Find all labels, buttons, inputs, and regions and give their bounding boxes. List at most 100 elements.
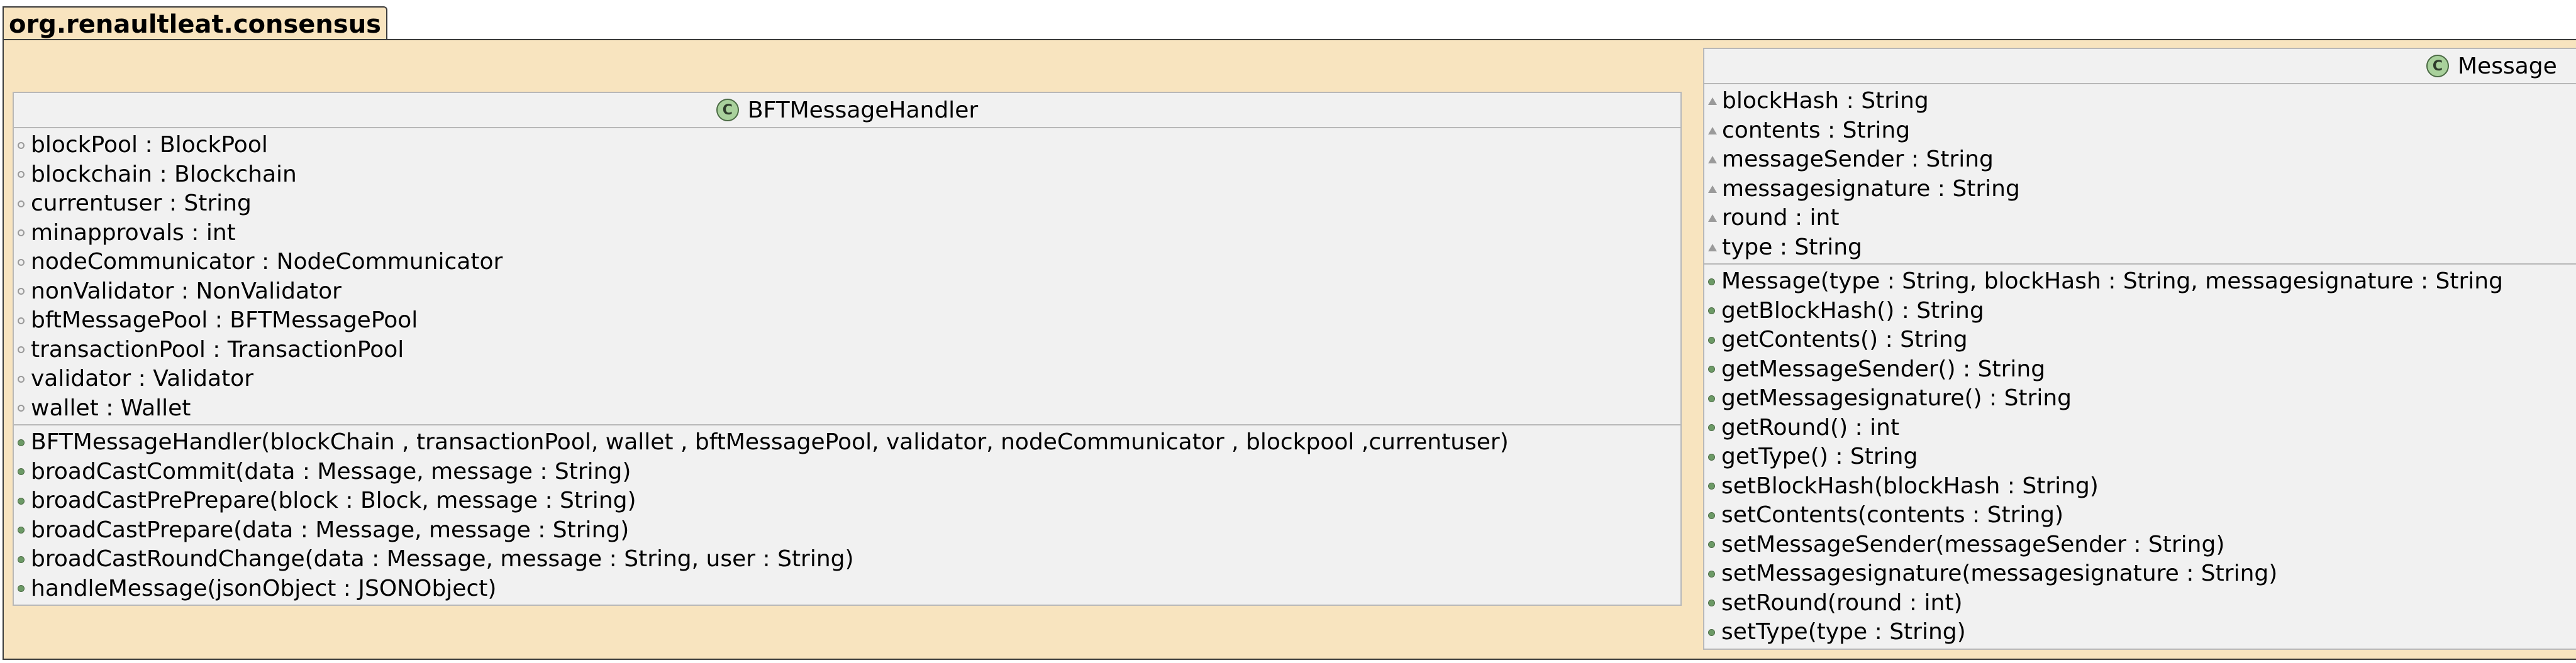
public-visibility-icon — [18, 556, 25, 563]
private-visibility-icon — [18, 229, 25, 237]
private-visibility-icon — [18, 258, 25, 266]
public-visibility-icon — [18, 585, 25, 593]
package-tab: org.renaultleat.consensus — [3, 6, 387, 40]
field-text: wallet : Wallet — [31, 395, 191, 421]
field-row: currentuser : String — [14, 189, 1680, 219]
field-row: nonValidator : NonValidator — [14, 277, 1680, 307]
method-row: setContents(contents : String) — [1704, 501, 2576, 530]
method-text: BFTMessageHandler(blockChain , transacti… — [31, 429, 1509, 455]
field-text: type : String — [1722, 234, 1862, 260]
method-text: setMessageSender(messageSender : String) — [1721, 531, 2225, 557]
public-visibility-icon — [1708, 512, 1715, 519]
package-visibility-icon — [1708, 185, 1717, 193]
method-text: broadCastPrePrepare(block : Block, messa… — [31, 488, 636, 513]
class-c-icon: C — [716, 99, 739, 121]
method-row: getBlockHash() : String — [1704, 297, 2576, 326]
class-header: C BFTMessageHandler — [14, 93, 1680, 128]
field-row: contents : String — [1704, 116, 2576, 146]
field-row: blockchain : Blockchain — [14, 160, 1680, 190]
field-row: blockHash : String — [1704, 87, 2576, 116]
method-text: getMessageSender() : String — [1721, 356, 2046, 382]
method-text: setRound(round : int) — [1721, 589, 1963, 616]
private-visibility-icon — [18, 317, 25, 324]
public-visibility-icon — [1708, 570, 1715, 578]
class-name: Message — [2458, 53, 2557, 79]
public-visibility-icon — [1708, 278, 1715, 285]
field-text: minapprovals : int — [31, 219, 236, 246]
private-visibility-icon — [18, 346, 25, 354]
method-text: broadCastRoundChange(data : Message, mes… — [31, 546, 854, 572]
field-row: transactionPool : TransactionPool — [14, 336, 1680, 365]
package-visibility-icon — [1708, 214, 1717, 222]
public-visibility-icon — [1708, 541, 1715, 549]
method-row: getMessageSender() : String — [1704, 355, 2576, 385]
method-text: Message(type : String, blockHash : Strin… — [1721, 268, 2503, 294]
package-name: org.renaultleat.consensus — [9, 10, 381, 39]
methods-section: BFTMessageHandler(blockChain , transacti… — [14, 425, 1680, 605]
method-row: getRound() : int — [1704, 414, 2576, 443]
class-message[interactable]: C Message blockHash : String contents : … — [1703, 48, 2576, 650]
field-text: currentuser : String — [31, 190, 252, 216]
field-text: nodeCommunicator : NodeCommunicator — [31, 249, 503, 275]
class-c-icon: C — [2426, 55, 2449, 77]
method-text: getBlockHash() : String — [1721, 297, 1984, 324]
public-visibility-icon — [1708, 628, 1715, 636]
method-row: broadCastRoundChange(data : Message, mes… — [14, 545, 1680, 574]
public-visibility-icon — [1708, 424, 1715, 432]
field-text: messageSender : String — [1722, 146, 1994, 172]
method-row: broadCastCommit(data : Message, message … — [14, 458, 1680, 487]
field-row: wallet : Wallet — [14, 394, 1680, 424]
method-row: getType() : String — [1704, 442, 2576, 472]
method-text: broadCastPrepare(data : Message, message… — [31, 517, 630, 543]
method-row: setMessageSender(messageSender : String) — [1704, 530, 2576, 560]
method-text: setMessagesignature(messagesignature : S… — [1721, 561, 2278, 586]
public-visibility-icon — [1708, 366, 1715, 373]
field-text: validator : Validator — [31, 366, 253, 392]
field-row: bftMessagePool : BFTMessagePool — [14, 306, 1680, 336]
field-row: nodeCommunicator : NodeCommunicator — [14, 248, 1680, 277]
field-row: blockPool : BlockPool — [14, 131, 1680, 160]
method-row: setMessagesignature(messagesignature : S… — [1704, 559, 2576, 589]
method-row: setBlockHash(blockHash : String) — [1704, 472, 2576, 501]
method-row: broadCastPrepare(data : Message, message… — [14, 516, 1680, 545]
private-visibility-icon — [18, 405, 25, 412]
field-text: messagesignature : String — [1722, 175, 2020, 202]
method-row: BFTMessageHandler(blockChain , transacti… — [14, 428, 1680, 458]
private-visibility-icon — [18, 171, 25, 178]
field-row: minapprovals : int — [14, 219, 1680, 248]
method-text: getContents() : String — [1721, 327, 1968, 353]
private-visibility-icon — [18, 288, 25, 295]
method-text: getRound() : int — [1721, 414, 1900, 441]
method-text: handleMessage(jsonObject : JSONObject) — [31, 575, 497, 601]
method-row: Message(type : String, blockHash : Strin… — [1704, 267, 2576, 297]
class-bftmessagehandler[interactable]: C BFTMessageHandler blockPool : BlockPoo… — [13, 92, 1682, 606]
class-name: BFTMessageHandler — [747, 97, 979, 123]
field-row: round : int — [1704, 204, 2576, 233]
fields-section: blockHash : String contents : String mes… — [1704, 84, 2576, 265]
method-row: broadCastPrePrepare(block : Block, messa… — [14, 486, 1680, 516]
method-row: getContents() : String — [1704, 326, 2576, 355]
package-visibility-icon — [1708, 156, 1717, 164]
field-row: type : String — [1704, 233, 2576, 263]
field-text: blockchain : Blockchain — [31, 161, 297, 187]
public-visibility-icon — [18, 468, 25, 476]
public-visibility-icon — [18, 497, 25, 505]
method-text: broadCastCommit(data : Message, message … — [31, 458, 631, 485]
method-text: getType() : String — [1721, 444, 1918, 469]
field-text: blockPool : BlockPool — [31, 132, 268, 158]
package-visibility-icon — [1708, 243, 1717, 251]
field-text: contents : String — [1722, 117, 1911, 143]
method-row: setType(type : String) — [1704, 618, 2576, 647]
method-row: handleMessage(jsonObject : JSONObject) — [14, 574, 1680, 604]
public-visibility-icon — [1708, 307, 1715, 315]
field-text: blockHash : String — [1722, 88, 1929, 114]
field-row: messagesignature : String — [1704, 175, 2576, 204]
field-row: messageSender : String — [1704, 145, 2576, 175]
method-text: setType(type : String) — [1721, 619, 1966, 645]
method-text: setContents(contents : String) — [1721, 502, 2064, 528]
package-visibility-icon — [1708, 126, 1717, 134]
field-row: validator : Validator — [14, 364, 1680, 394]
public-visibility-icon — [1708, 395, 1715, 402]
private-visibility-icon — [18, 200, 25, 207]
field-text: transactionPool : TransactionPool — [31, 336, 404, 363]
